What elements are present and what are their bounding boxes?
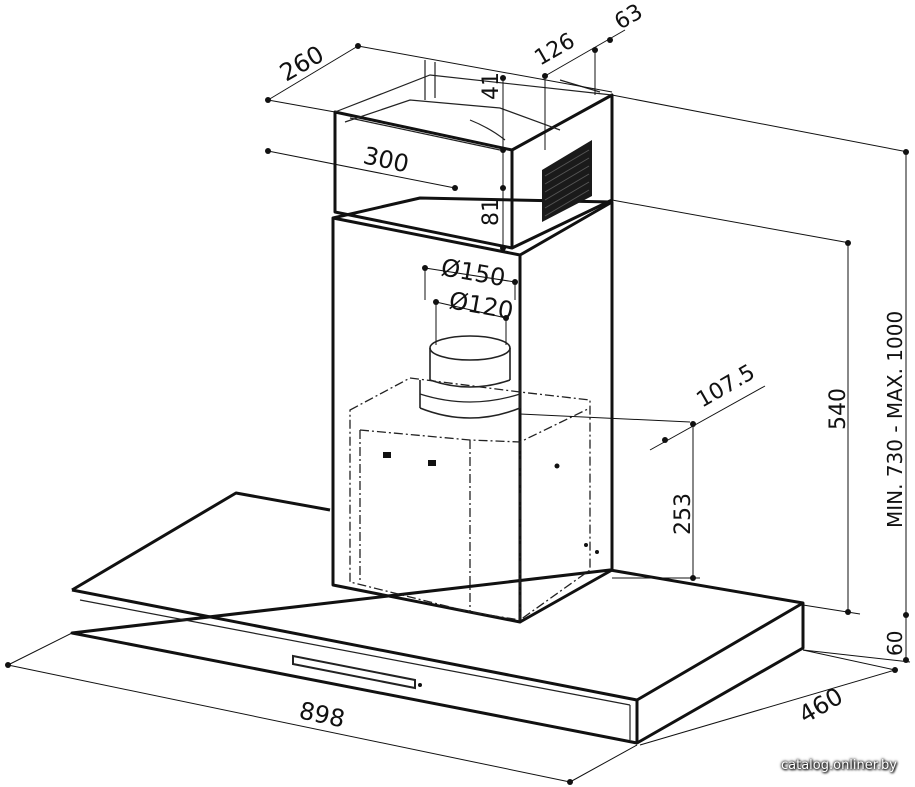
exhaust-collar (419, 335, 521, 419)
control-panel (292, 654, 416, 690)
dimension-lines: 260 300 126 63 41 81 Ø150 Ø120 107.5 253… (5, 0, 911, 785)
dim-41: 41 (479, 72, 504, 100)
dim-107-5: 107.5 (693, 360, 760, 413)
watermark: catalog.onliner.by (780, 758, 897, 773)
dim-81: 81 (479, 198, 504, 226)
dim-height-range: MIN. 730 - MAX. 1000 (883, 311, 907, 528)
dim-253: 253 (671, 493, 696, 535)
dim-diameter-120: Ø120 (447, 286, 516, 325)
motor-unit (349, 377, 599, 621)
dim-63: 63 (611, 0, 648, 35)
dim-898: 898 (297, 696, 348, 733)
dim-460: 460 (794, 682, 848, 729)
dim-126: 126 (531, 29, 580, 72)
dim-60: 60 (883, 631, 907, 656)
dim-diameter-150: Ø150 (439, 253, 508, 292)
dim-300: 300 (361, 141, 412, 178)
dim-540: 540 (826, 388, 851, 430)
canopy (70, 491, 805, 745)
vent-grill (542, 140, 592, 222)
upper-chimney (333, 60, 614, 250)
